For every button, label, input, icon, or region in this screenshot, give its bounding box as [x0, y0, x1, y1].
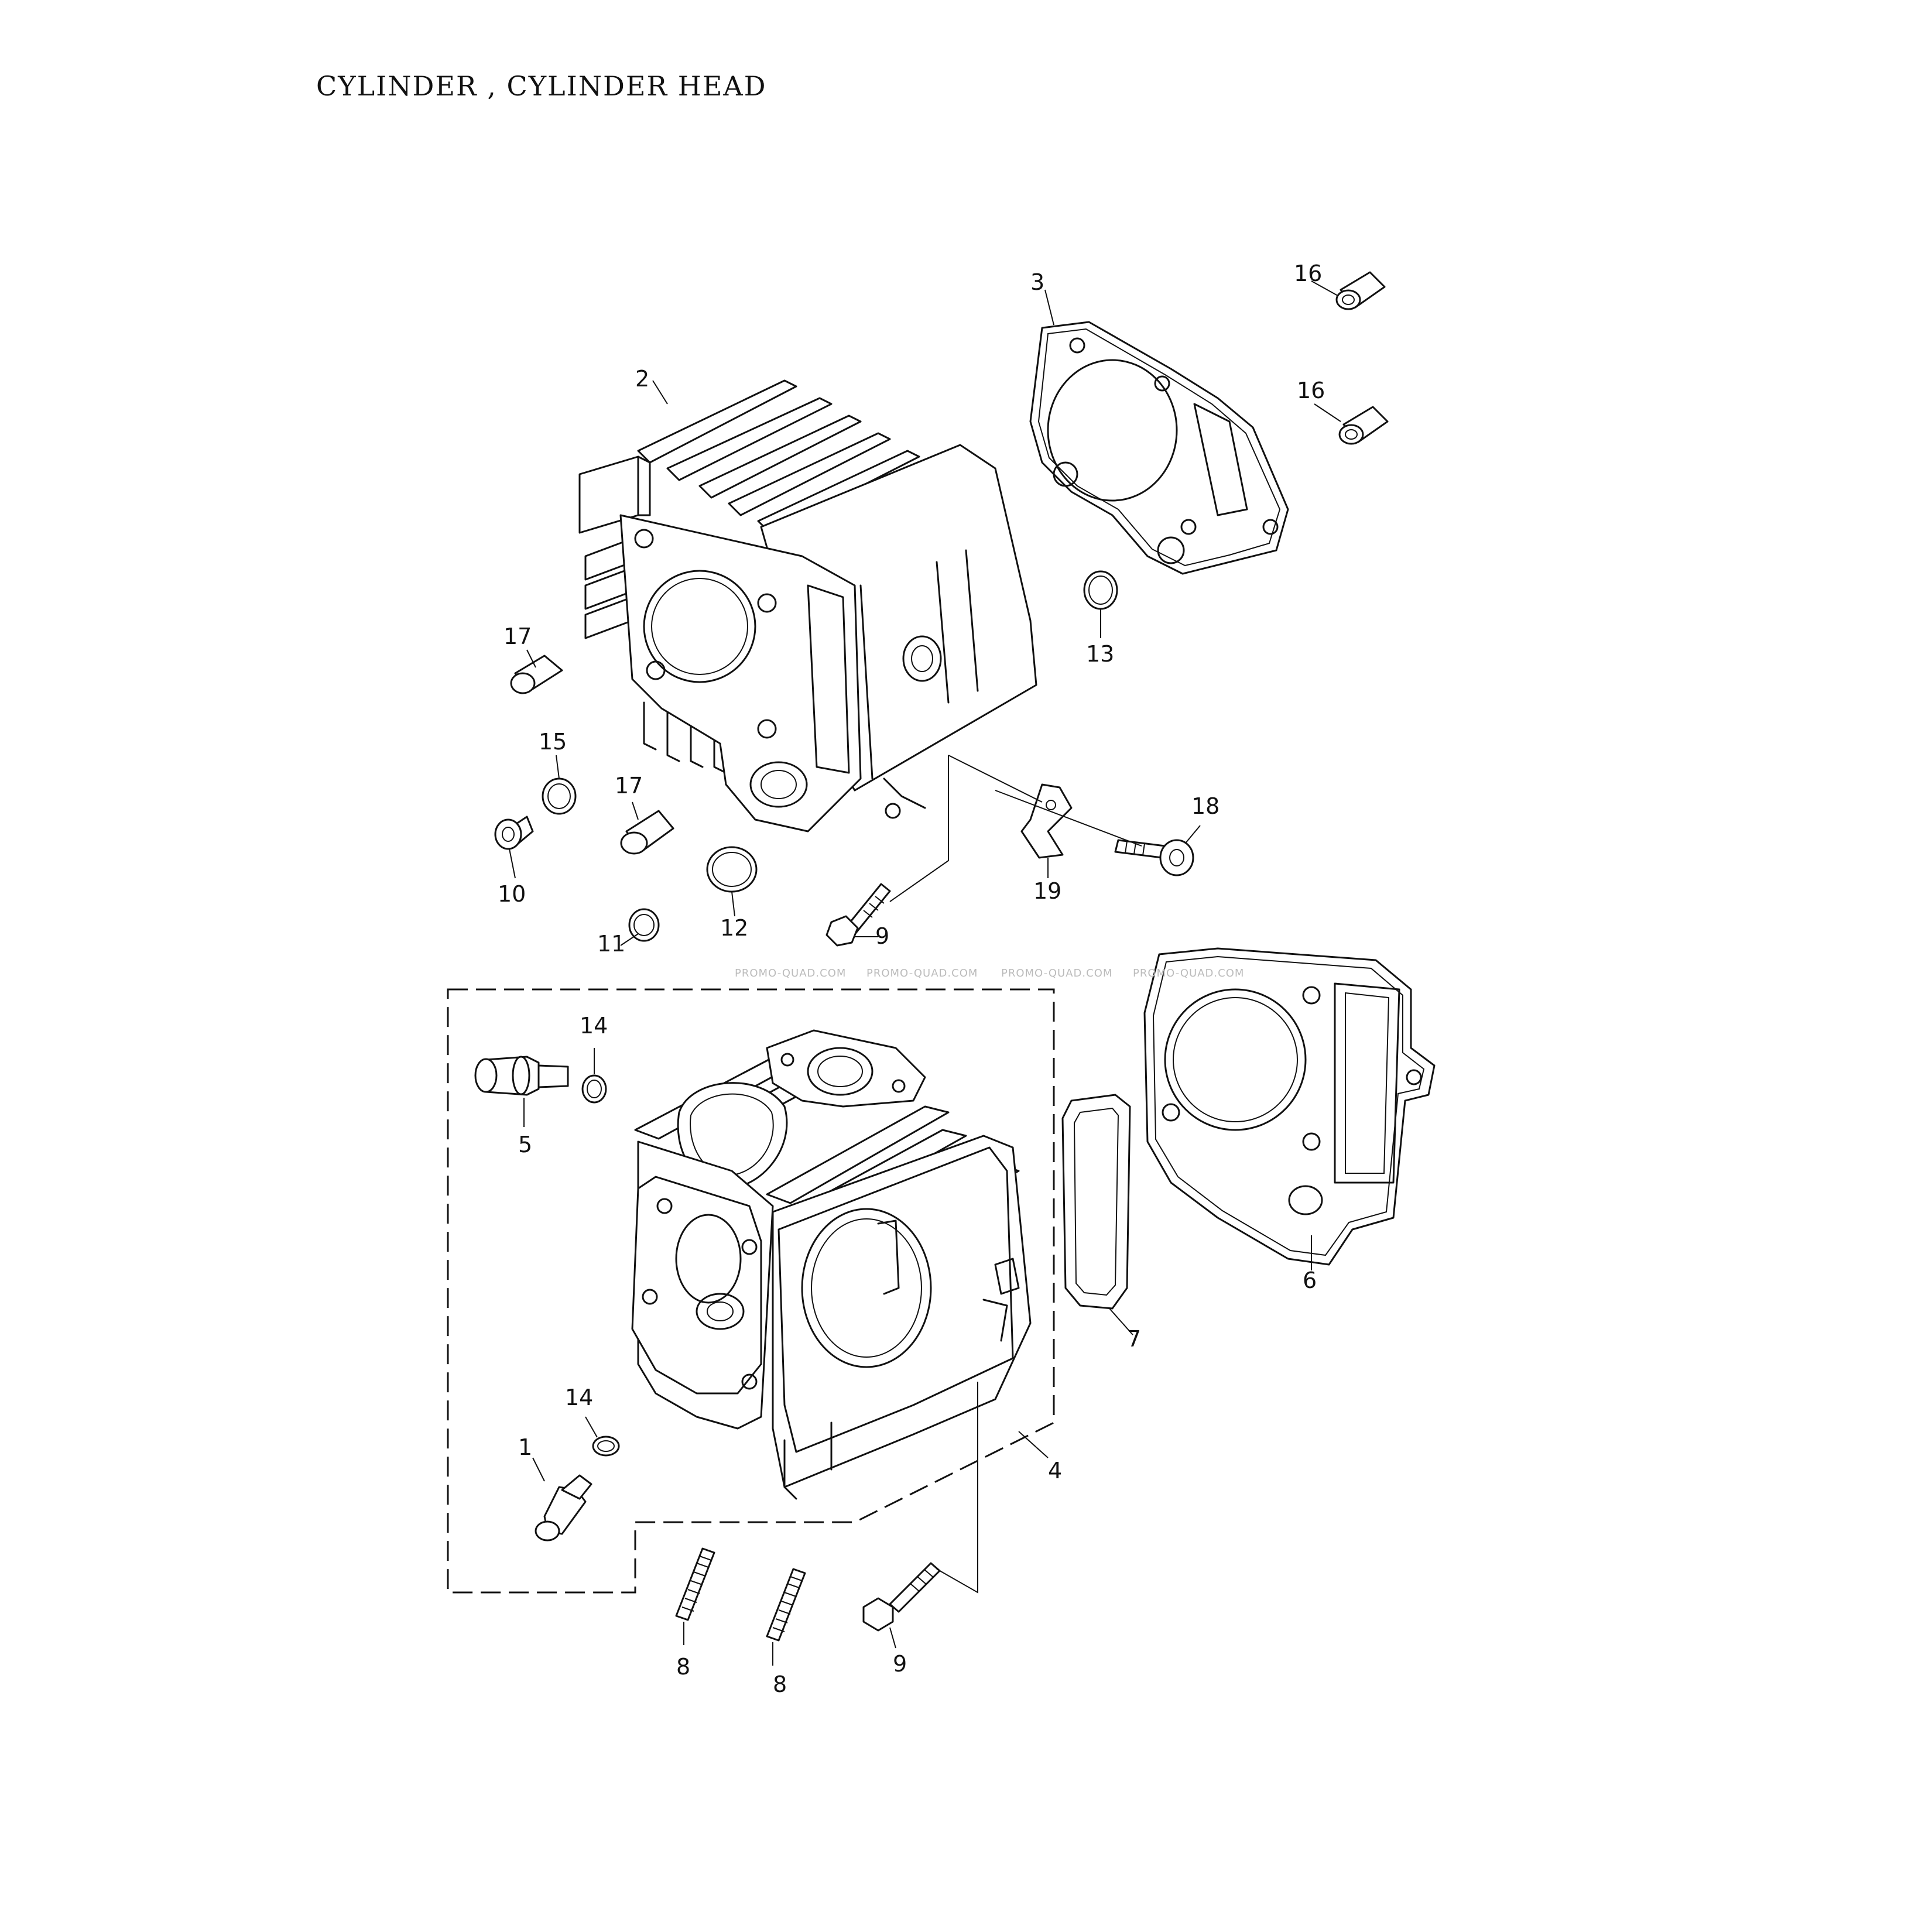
callout-1: 1 — [518, 1434, 532, 1460]
callout-10: 10 — [498, 881, 526, 907]
watermark-text: PROMO-QUAD.COM — [1001, 967, 1112, 979]
dowel-pin-lower — [1338, 406, 1389, 445]
leader-lines — [509, 280, 1341, 1666]
callout-15: 15 — [539, 729, 567, 755]
callout-18: 18 — [1191, 793, 1220, 819]
callout-8-right: 8 — [773, 1671, 787, 1697]
callout-13: 13 — [1086, 641, 1114, 667]
watermark-text: PROMO-QUAD.COM — [866, 967, 978, 979]
o-ring-11 — [628, 908, 660, 942]
rocker-shaft-5 — [474, 1056, 569, 1096]
o-ring-14b — [592, 1436, 620, 1457]
o-ring-13 — [1083, 570, 1118, 610]
watermark-text: PROMO-QUAD.COM — [735, 967, 846, 979]
callout-14-upper: 14 — [580, 1013, 608, 1039]
page-title: CYLINDER , CYLINDER HEAD — [316, 70, 767, 102]
rocker-shaft-1 — [535, 1474, 592, 1542]
callout-9-upper: 9 — [875, 923, 889, 949]
callout-17-upper: 17 — [503, 624, 532, 649]
head-gasket-6 — [1143, 947, 1436, 1266]
o-ring-14a — [581, 1074, 607, 1104]
dowel-pin-17b — [620, 810, 674, 855]
cylinder-base-gasket-part — [1029, 321, 1289, 575]
collar-10 — [494, 816, 534, 850]
bolt-18 — [1114, 839, 1194, 876]
callout-2: 2 — [635, 366, 649, 392]
callout-8-left: 8 — [676, 1654, 690, 1680]
side-cover-gasket-7 — [1061, 1094, 1131, 1310]
stud-8b — [766, 1568, 806, 1642]
cylinder-head-assembly-outline — [447, 988, 1055, 1594]
callout-6: 6 — [1303, 1268, 1317, 1293]
stud-8a — [675, 1547, 715, 1621]
callout-12: 12 — [720, 915, 748, 941]
o-ring-12 — [706, 846, 758, 893]
callout-9-lower: 9 — [893, 1651, 907, 1677]
bracket-19 — [1020, 783, 1073, 859]
callout-16-lower: 16 — [1297, 378, 1325, 403]
callout-4: 4 — [1048, 1458, 1062, 1484]
watermark-text: PROMO-QUAD.COM — [1133, 967, 1244, 979]
cylinder-part — [578, 379, 1037, 833]
callout-5: 5 — [518, 1132, 532, 1157]
dowel-pin-upper — [1335, 271, 1386, 310]
callout-3: 3 — [1030, 269, 1044, 295]
callout-19: 19 — [1033, 878, 1061, 904]
o-ring-15 — [542, 777, 577, 815]
bolt-9-lower — [862, 1562, 941, 1632]
callout-16-upper: 16 — [1294, 261, 1322, 286]
callout-7: 7 — [1127, 1326, 1141, 1352]
callout-11: 11 — [597, 931, 625, 957]
dowel-pin-17a — [510, 655, 563, 694]
callout-14-lower: 14 — [565, 1385, 593, 1410]
callout-17-lower: 17 — [615, 773, 643, 799]
cylinder-head-part — [631, 1029, 1032, 1500]
bolt-9-upper — [825, 883, 891, 947]
